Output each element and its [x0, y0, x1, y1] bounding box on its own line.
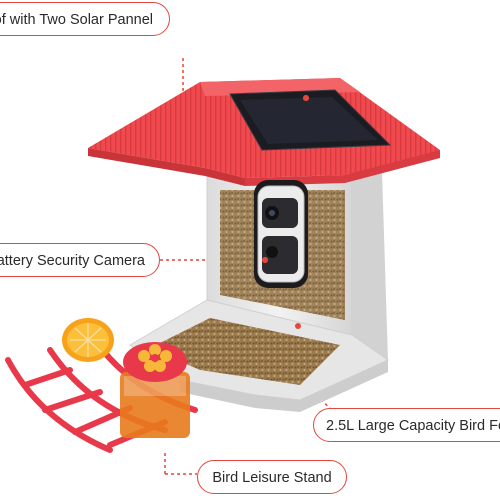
callout-security-camera-text: Battery Security Camera [0, 253, 145, 269]
solar-panel [229, 89, 392, 151]
callout-anchors [262, 95, 309, 329]
callout-security-camera: Battery Security Camera [0, 243, 160, 277]
nectar-feeder [120, 342, 190, 438]
callout-solar-roof: of with Two Solar Pannel [0, 2, 170, 36]
callout-capacity-text: 2.5L Large Capacity Bird Fe [326, 418, 500, 434]
security-camera [254, 180, 308, 288]
callout-capacity: 2.5L Large Capacity Bird Fe [313, 408, 500, 442]
orange-slice [62, 318, 114, 362]
callout-bird-stand-text: Bird Leisure Stand [212, 470, 332, 486]
callout-solar-roof-text: of with Two Solar Pannel [0, 12, 153, 28]
callout-bird-stand: Bird Leisure Stand [197, 460, 347, 494]
